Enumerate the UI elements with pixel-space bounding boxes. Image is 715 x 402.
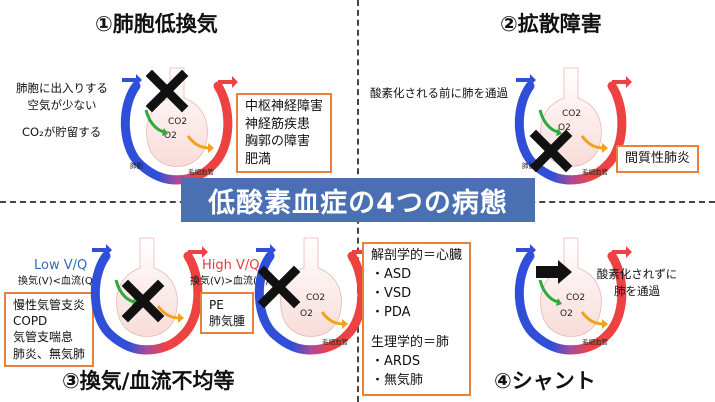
co2-label: CO2 <box>168 117 187 127</box>
o2-label: O2 <box>164 131 177 141</box>
shunt-arrow-icon <box>536 260 572 284</box>
q4-alveolus-diagram: CO2 O2 毛細血管 <box>522 238 622 348</box>
q3-high-causes-box: PE 肺気腫 <box>200 292 255 335</box>
orange-arrow <box>580 135 605 150</box>
o2-label: O2 <box>300 309 313 319</box>
low-vq-title: Low V/Q <box>34 258 88 273</box>
orange-arrow <box>320 311 345 326</box>
orange-arrow <box>580 311 605 326</box>
q3-low-alveolus-diagram <box>98 238 198 348</box>
q2-alveolus-diagram: CO2 O2 肺胞 毛細血管 <box>522 68 622 178</box>
q2-title: ②拡散障害 <box>500 12 602 36</box>
q1-description: 肺胞に出入りする 空気が少ない <box>16 81 108 113</box>
low-vq-subtitle: 換気(V)<血流(Q) <box>18 276 97 287</box>
capillary-label: 毛細血管 <box>582 167 609 176</box>
main-title: 低酸素血症の4つの病態 <box>181 178 535 222</box>
q3-low-causes-box: 慢性気管支炎 COPD 気管支喘息 肺炎、無気肺 <box>4 292 95 367</box>
q1-title: ①肺胞低換気 <box>95 12 218 36</box>
block-x-icon <box>257 265 301 309</box>
co2-label: CO2 <box>566 293 585 303</box>
block-x-icon <box>145 69 189 113</box>
q1-causes-box: 中枢神経障害 神経筋疾患 胸郭の障害 肥満 <box>236 93 333 174</box>
co2-label: CO2 <box>306 293 325 303</box>
high-vq-subtitle: 換気(V)>血流(Q) <box>190 276 269 287</box>
co2-label: CO2 <box>562 109 581 119</box>
capillary-label: 毛細血管 <box>582 337 609 346</box>
q4-shunt-types-box: 解剖学的＝心臓 ・ASD ・VSD ・PDA 生理学的＝肺 ・ARDS ・無気肺 <box>362 242 472 396</box>
q4-title: ④シャント <box>494 369 596 393</box>
q4-description: 酸素化されずに 肺を通過 <box>596 267 678 299</box>
block-x-icon <box>529 129 573 173</box>
q1-co2-note: CO₂が貯留する <box>22 125 102 139</box>
o2-label: O2 <box>560 309 573 319</box>
q2-causes-box: 間質性肺炎 <box>616 145 700 173</box>
high-vq-title: High V/Q <box>202 258 260 273</box>
orange-arrow <box>156 305 181 320</box>
orange-arrow <box>186 135 211 150</box>
q1-alveolus-diagram: CO2 O2 肺胞 毛細血管 <box>128 68 228 178</box>
capillary-label: 毛細血管 <box>322 337 349 346</box>
q3-high-alveolus-diagram: CO2 O2 毛細血管 <box>262 238 362 348</box>
o2-label: O2 <box>558 123 571 133</box>
q2-description: 酸素化される前に肺を通過 <box>370 86 508 100</box>
alveolus-label: 肺胞 <box>130 161 144 170</box>
capillary-label: 毛細血管 <box>188 167 215 176</box>
q3-title: ③換気/血流不均等 <box>62 369 235 393</box>
block-x-icon <box>121 279 165 323</box>
alveolus-label: 肺胞 <box>522 161 536 170</box>
